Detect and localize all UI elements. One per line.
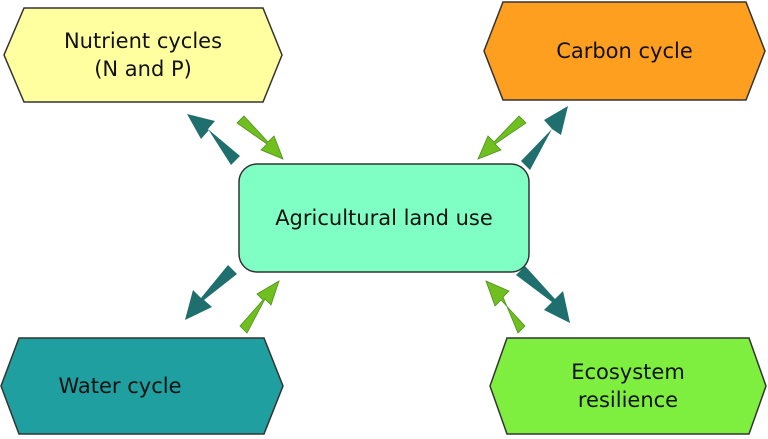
arrow-out-to-nutrient — [187, 114, 240, 165]
arrow-out-to-water — [185, 265, 237, 320]
arrows-incoming — [236, 115, 527, 334]
arrow-in-from-ecosystem — [485, 280, 526, 334]
arrow-out-to-ecosystem — [516, 266, 570, 323]
agricultural-land-use-box — [238, 163, 530, 273]
ecosystem-resilience-hexagon — [489, 337, 767, 435]
arrow-in-from-carbon — [477, 115, 527, 160]
arrows-outgoing — [185, 106, 570, 323]
water-cycle-hexagon — [0, 337, 284, 435]
arrow-in-from-water — [239, 280, 280, 334]
arrow-out-to-carbon — [521, 106, 568, 170]
carbon-cycle-hexagon — [483, 1, 766, 101]
arrow-in-from-nutrient — [236, 115, 284, 160]
nutrient-cycles-hexagon — [3, 7, 283, 103]
